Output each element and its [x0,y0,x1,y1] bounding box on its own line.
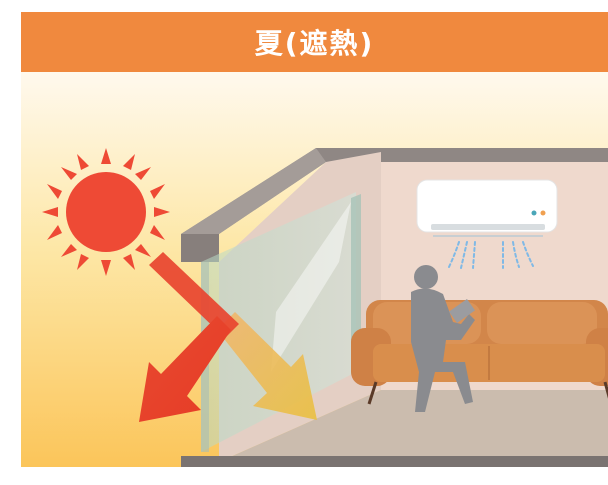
room-floor [219,390,608,462]
window-glass-highlight [271,202,351,372]
air-conditioner [416,179,558,237]
roof-front-edge [181,234,219,262]
sun-icon [42,148,170,276]
person [411,265,476,412]
roof-slab-top [181,148,326,234]
incoming-sunlight-arrow [149,252,239,338]
reflected-heat-arrow [139,316,231,422]
banner-title: 夏(遮熱) [254,27,375,60]
airflow [448,241,534,269]
floor-slab [181,456,608,467]
transmitted-heat-arrow [217,312,317,420]
title-banner: 夏(遮熱) [21,12,608,72]
window-frame-right [351,194,361,374]
window-glass [201,192,356,452]
summer-heat-shield-illustration [21,72,608,467]
